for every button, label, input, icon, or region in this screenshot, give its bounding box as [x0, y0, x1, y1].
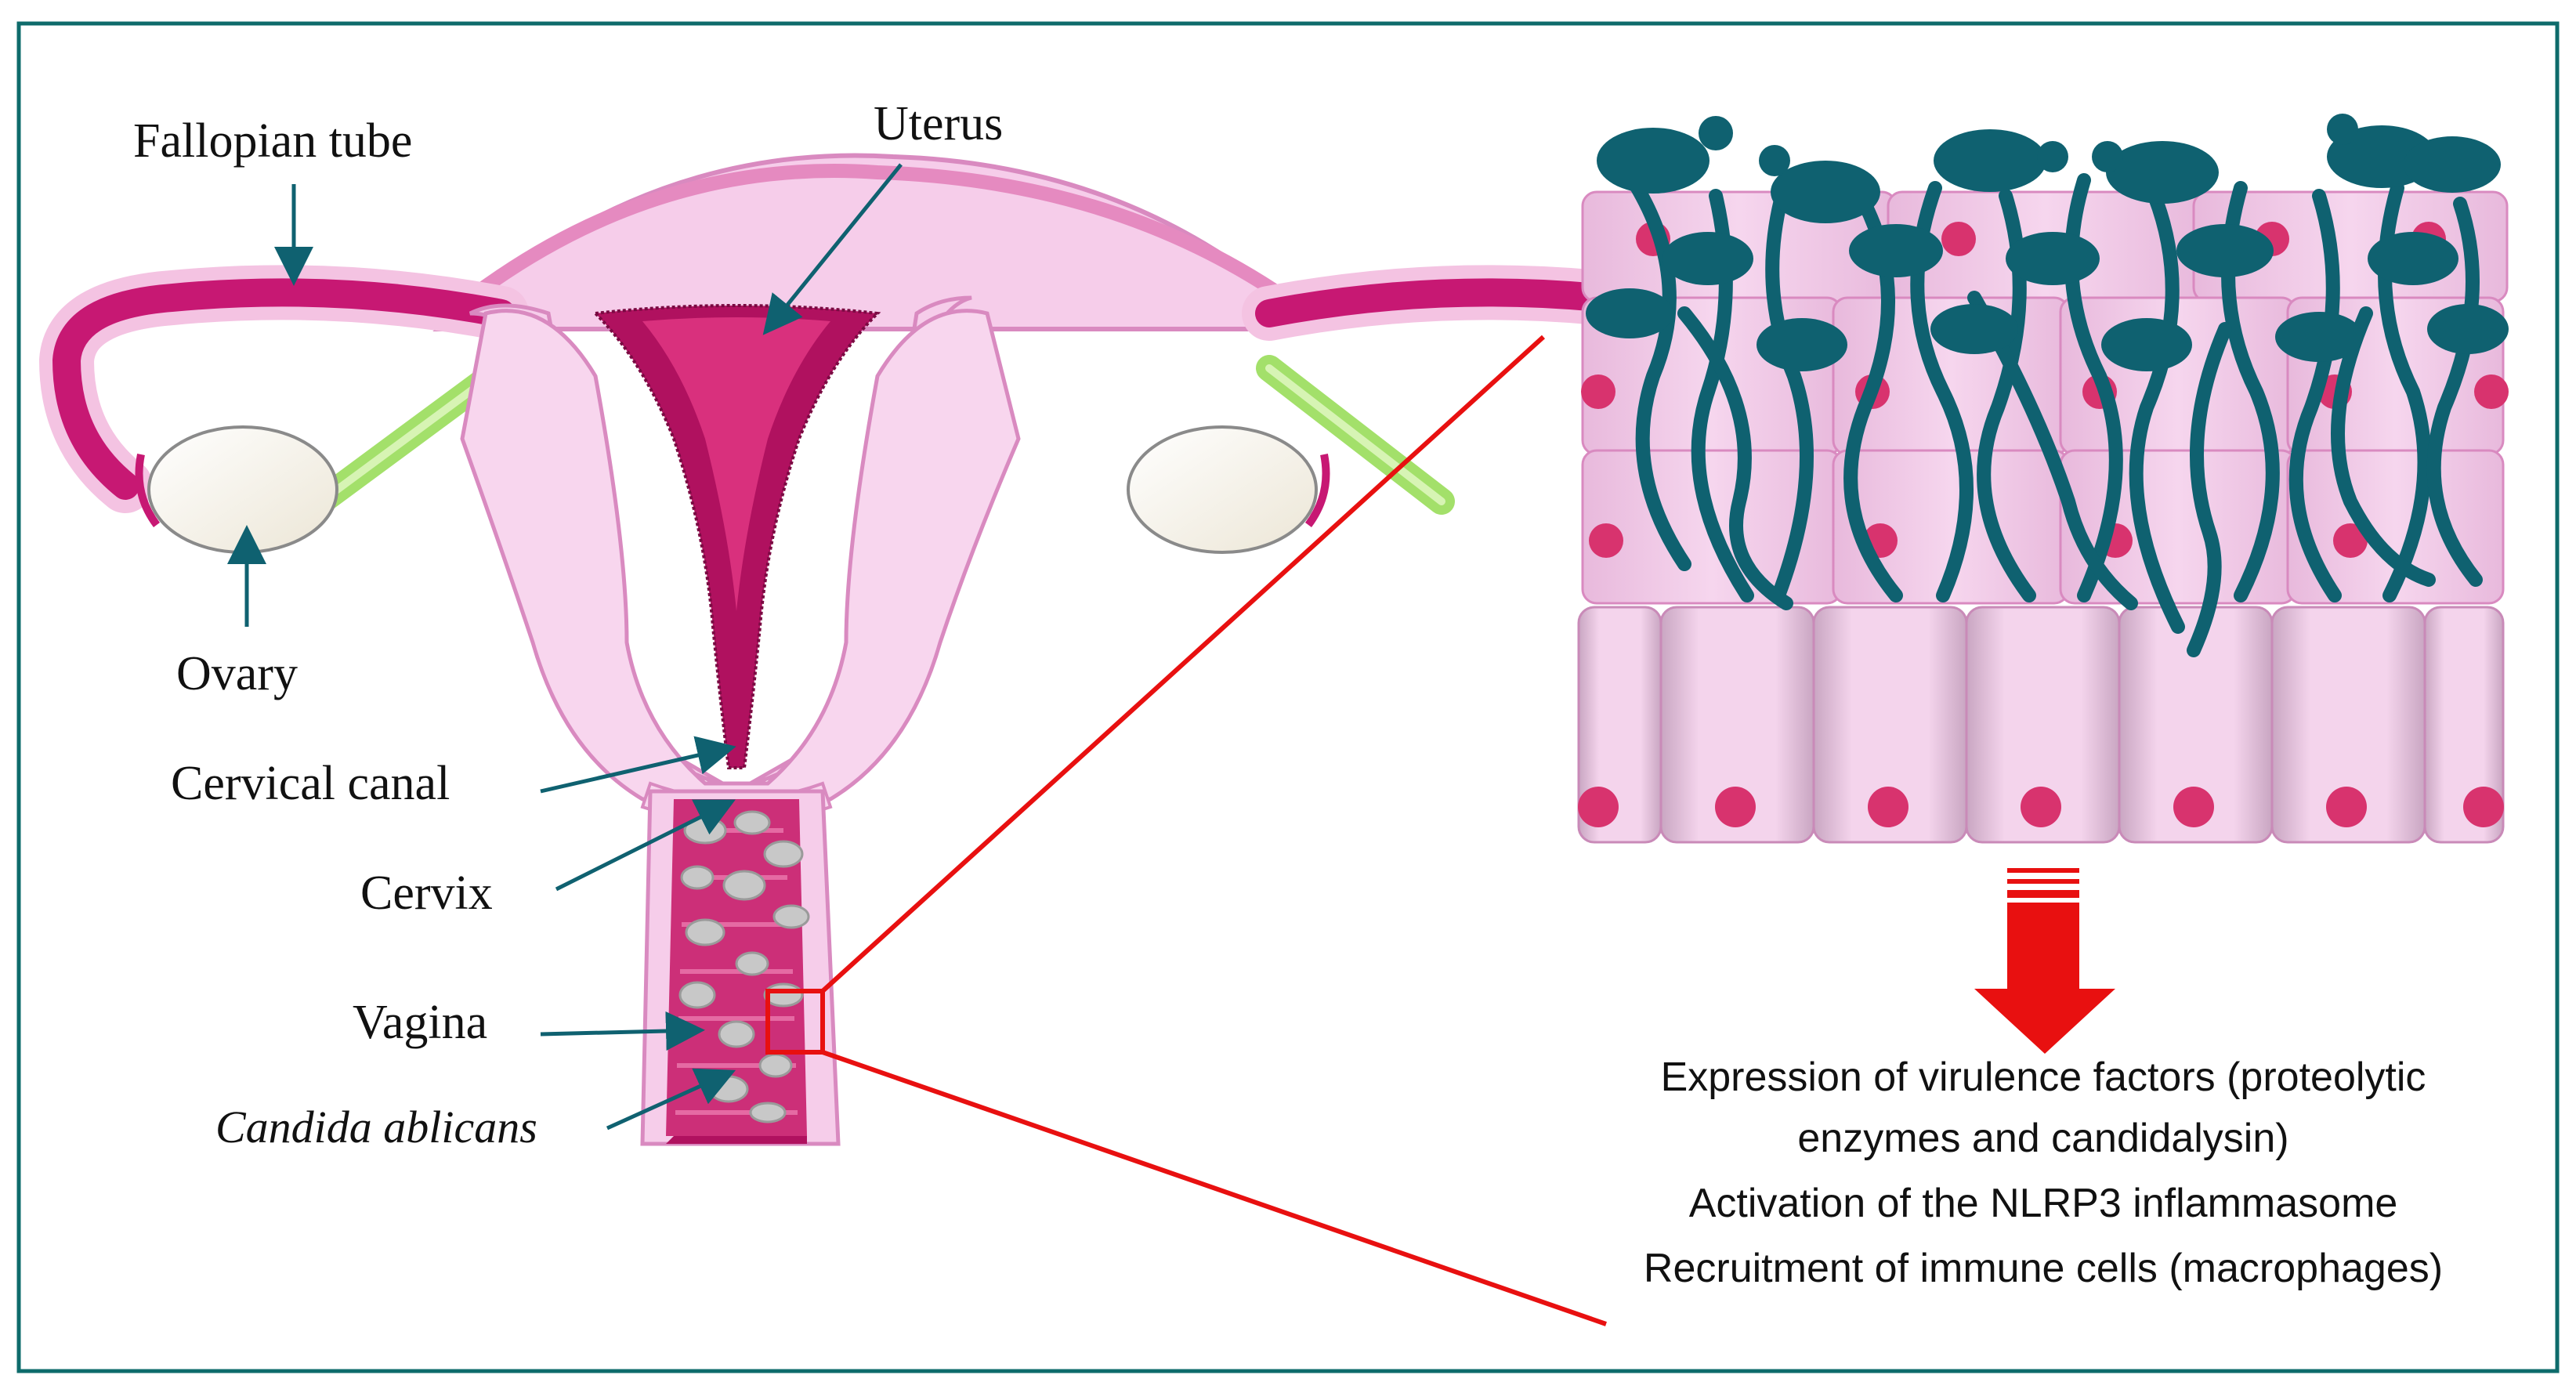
uterus-illustration: [38, 153, 1728, 1146]
label-vagina: Vagina: [353, 996, 487, 1049]
epithelium-zoom: [1577, 114, 2509, 844]
label-arrows: [227, 163, 903, 1131]
highlight-box: [765, 989, 825, 1055]
label-cervix: Cervix: [360, 867, 493, 920]
consequence-line-2: enzymes and candidalysin): [1797, 1116, 2288, 1161]
candida-yeast-cells: [1586, 114, 2509, 371]
ovary-right: [1127, 425, 1318, 554]
basal-cells: [1577, 606, 2505, 844]
label-cervical-canal: Cervical canal: [171, 757, 450, 810]
consequence-line-1: Expression of virulence factors (proteol…: [1661, 1055, 2426, 1100]
candida-hyphae: [1630, 173, 2483, 657]
zoom-line-bottom: [822, 1050, 1607, 1326]
consequence-line-4: Recruitment of immune cells (macrophages…: [1644, 1246, 2443, 1291]
label-candida: Candida ablicans: [215, 1102, 537, 1152]
label-uterus: Uterus: [874, 97, 1003, 150]
zoom-line-top: [820, 335, 1546, 993]
down-arrow: [1974, 868, 2115, 1054]
basal-nuclei: [1578, 787, 2504, 827]
figure-frame: [16, 21, 2560, 1373]
label-ovary: Ovary: [176, 647, 298, 700]
ovary-left: [147, 425, 338, 554]
label-fallopian-tube: Fallopian tube: [133, 114, 412, 168]
consequence-line-3: Activation of the NLRP3 inflammasome: [1689, 1181, 2398, 1226]
